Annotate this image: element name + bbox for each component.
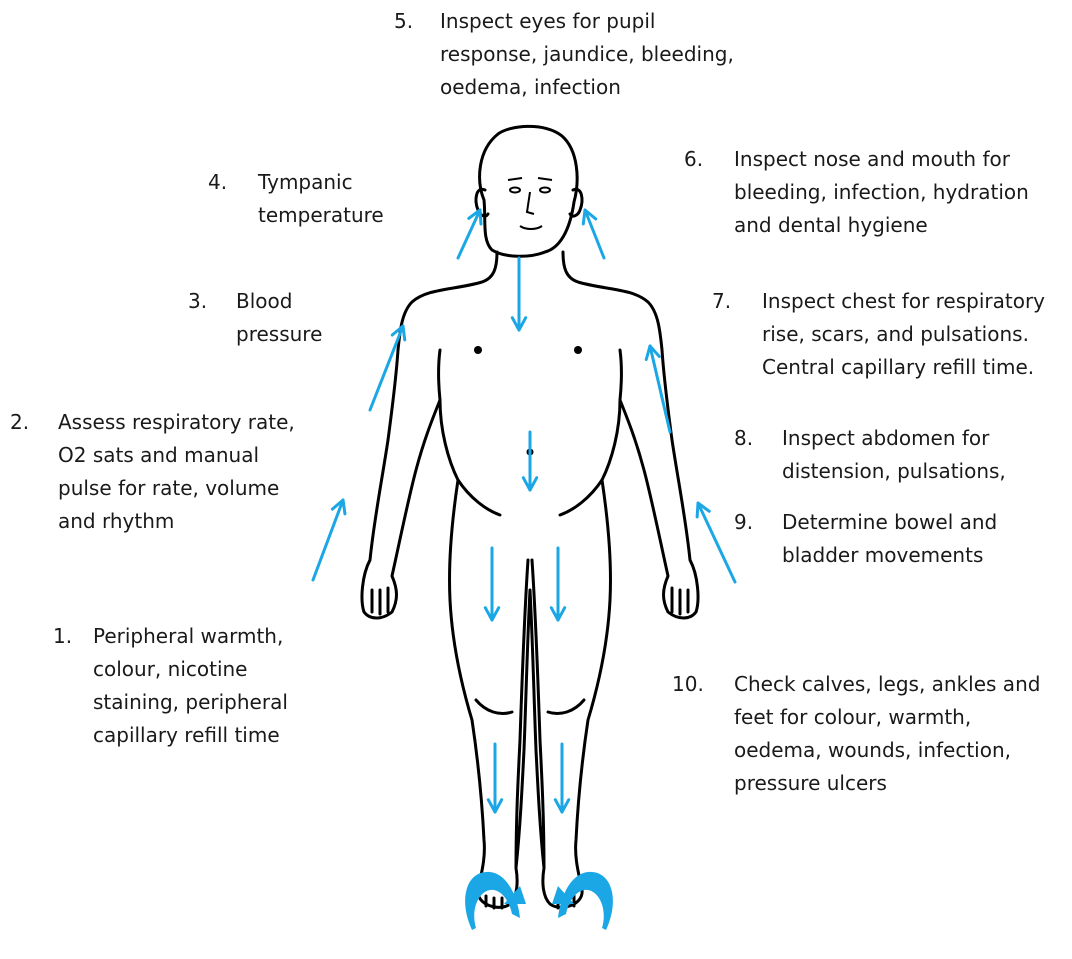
left-hip-line [458,480,500,515]
step-8-line: Inspect abdomen for [782,422,1006,455]
step-10-line: pressure ulcers [734,767,1040,800]
face-features [508,178,552,229]
step-7-line: Central capillary refill time. [762,351,1045,384]
body-outline [362,126,698,908]
head-outline [480,126,577,256]
arrow-step-8 [698,503,735,582]
step-5: 5. Inspect eyes for pupil response, jaun… [440,5,734,104]
mouth [520,226,542,229]
step-1: 1. Peripheral warmth, colour, nicotine s… [93,620,288,752]
step-7-line: Inspect chest for respiratory [762,285,1045,318]
right-fingers [672,588,688,614]
nose [527,192,534,214]
step-10-line: oedema, wounds, infection, [734,734,1040,767]
step-7: 7. Inspect chest for respiratory rise, s… [762,285,1045,384]
step-1-line: Peripheral warmth, [93,620,288,653]
step-3-line: pressure [236,318,322,351]
step-6-number: 6. [684,143,703,176]
step-6: 6. Inspect nose and mouth for bleeding, … [734,143,1029,242]
left-fingers [372,588,388,614]
step-1-line: staining, peripheral [93,686,288,719]
step-1-line: colour, nicotine [93,653,288,686]
step-4-line: temperature [258,199,384,232]
step-2-number: 2. [10,406,29,439]
step-7-number: 7. [712,285,731,318]
step-6-line: Inspect nose and mouth for [734,143,1029,176]
step-4-number: 4. [208,166,227,199]
step-8-number: 8. [734,422,753,455]
right-eye [540,188,550,193]
left-eyebrow [508,178,522,180]
step-5-line: response, jaundice, bleeding, [440,38,734,71]
step-6-line: bleeding, infection, hydration [734,176,1029,209]
left-inner-arm [439,350,441,400]
right-eyebrow [538,178,552,180]
step-4-line: Tympanic [258,166,384,199]
step-5-line: oedema, infection [440,71,734,104]
step-8: 8. Inspect abdomen for distension, pulsa… [782,422,1006,488]
step-5-line: Inspect eyes for pupil [440,5,734,38]
step-2-line: pulse for rate, volume [58,472,295,505]
left-knee [476,700,512,714]
step-2-line: and rhythm [58,505,295,538]
step-6-line: and dental hygiene [734,209,1029,242]
step-7-line: rise, scars, and pulsations. [762,318,1045,351]
step-10-number: 10. [672,668,704,701]
torso-marks [474,346,582,456]
arrow-step-2 [370,326,403,410]
left-nipple [474,346,482,354]
right-knee [548,700,584,714]
left-eye [510,188,520,193]
step-8-line: distension, pulsations, [782,455,1006,488]
arrow-step-1 [313,500,343,580]
step-1-number: 1. [53,620,72,653]
step-9-line: bladder movements [782,539,997,572]
step-3-line: Blood [236,285,322,318]
step-2: 2. Assess respiratory rate, O2 sats and … [58,406,295,538]
step-2-line: Assess respiratory rate, [58,406,295,439]
right-nipple [574,346,582,354]
step-9-number: 9. [734,506,753,539]
step-1-line: capillary refill time [93,719,288,752]
step-10-line: Check calves, legs, ankles and [734,668,1040,701]
step-2-line: O2 sats and manual [58,439,295,472]
step-3-number: 3. [188,285,207,318]
step-4: 4. Tympanic temperature [258,166,384,232]
step-9-line: Determine bowel and [782,506,997,539]
step-5-number: 5. [394,5,413,38]
step-10-line: feet for colour, warmth, [734,701,1040,734]
arrows-layer [313,210,735,930]
step-10: 10. Check calves, legs, ankles and feet … [734,668,1040,800]
right-hip-line [560,480,602,515]
step-3: 3. Blood pressure [236,285,322,351]
right-inner-arm [620,350,622,400]
step-9: 9. Determine bowel and bladder movements [782,506,997,572]
